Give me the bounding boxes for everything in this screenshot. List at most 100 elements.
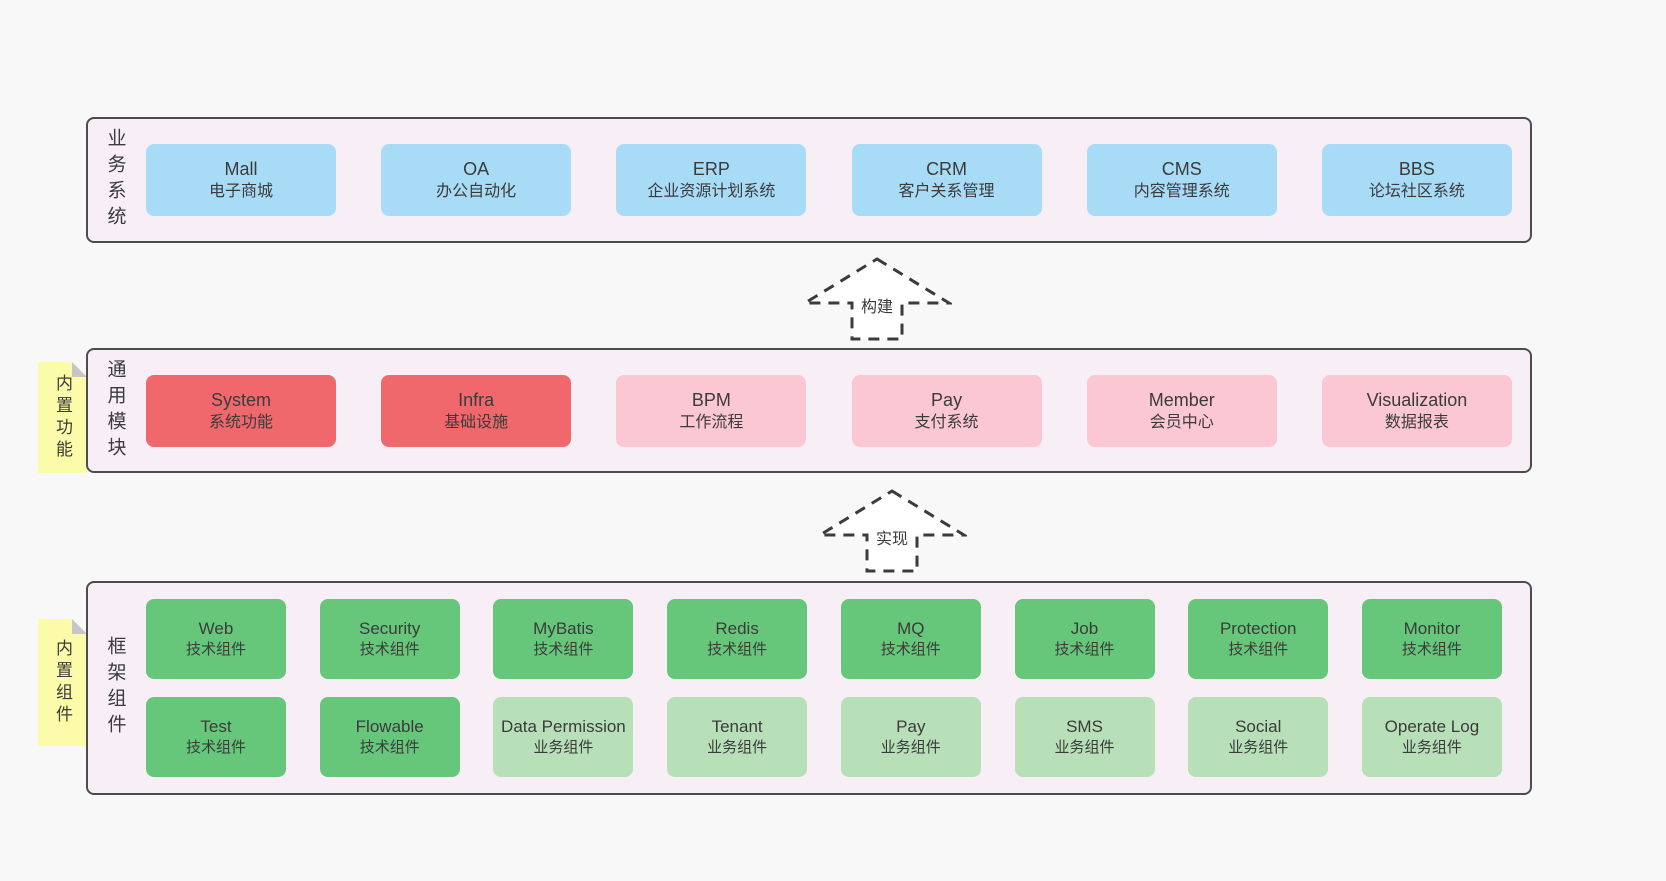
common-modules-label: 通用模块 — [104, 358, 126, 463]
box-monitor-title: Monitor — [1403, 619, 1461, 639]
arrow-implement-label: 实现 — [872, 524, 912, 550]
box-erp-sub: 企业资源计划系统 — [647, 183, 776, 201]
framework-components-row-2: Test 技术组件 Flowable 技术组件 Data Permission … — [146, 697, 1502, 777]
box-pay-module: Pay 支付系统 — [851, 374, 1042, 447]
box-redis-sub: 技术组件 — [707, 641, 768, 659]
box-pay-component-sub: 业务组件 — [880, 739, 941, 757]
box-mall-sub: 电子商城 — [208, 183, 273, 201]
box-monitor: Monitor 技术组件 — [1361, 599, 1502, 679]
business-systems-container: 业务系统 Mall 电子商城 OA 办公自动化 ERP 企业资源计划系统 CRM… — [86, 117, 1532, 243]
box-cms-title: CMS — [1161, 159, 1202, 180]
arrow-implement: 实现 — [817, 488, 967, 574]
box-bbs-title: BBS — [1398, 159, 1435, 180]
box-oa-sub: 办公自动化 — [436, 183, 517, 201]
box-protection-title: Protection — [1219, 619, 1297, 639]
box-social-title: Social — [1235, 717, 1282, 737]
box-sms: SMS 业务组件 — [1014, 697, 1155, 777]
common-modules-row: System 系统功能 Infra 基础设施 BPM 工作流程 Pay 支付系统… — [142, 350, 1530, 471]
box-web-title: Web — [198, 619, 234, 639]
box-test-sub: 技术组件 — [185, 739, 246, 757]
box-member-title: Member — [1148, 389, 1215, 410]
box-data-permission-title: Data Permission — [501, 717, 626, 737]
box-system-sub: 系统功能 — [208, 413, 273, 431]
box-mall: Mall 电子商城 — [146, 144, 336, 216]
framework-components-container: 框架组件 Web 技术组件 Security 技术组件 MyBatis 技术组件… — [86, 581, 1532, 795]
box-member-sub: 会员中心 — [1149, 413, 1214, 431]
box-mq: MQ 技术组件 — [840, 599, 981, 679]
box-oa-title: OA — [463, 159, 490, 180]
box-tenant-title: Tenant — [711, 717, 763, 737]
arrow-build: 构建 — [802, 256, 952, 342]
box-crm-title: CRM — [926, 159, 968, 180]
box-operate-log: Operate Log 业务组件 — [1361, 697, 1502, 777]
box-security-title: Security — [358, 619, 421, 639]
box-crm: CRM 客户关系管理 — [851, 144, 1042, 216]
box-security: Security 技术组件 — [319, 599, 460, 679]
box-test: Test 技术组件 — [146, 697, 286, 777]
common-modules-label-wrap: 通用模块 — [88, 350, 142, 471]
box-mybatis: MyBatis 技术组件 — [493, 599, 634, 679]
box-job: Job 技术组件 — [1014, 599, 1155, 679]
box-mq-title: MQ — [897, 619, 925, 639]
box-bpm-sub: 工作流程 — [679, 413, 744, 431]
framework-components-grid: Web 技术组件 Security 技术组件 MyBatis 技术组件 Redi… — [142, 583, 1530, 793]
box-cms-sub: 内容管理系统 — [1133, 183, 1230, 201]
box-mq-sub: 技术组件 — [880, 641, 941, 659]
box-erp: ERP 企业资源计划系统 — [616, 144, 807, 216]
box-sms-title: SMS — [1066, 717, 1103, 737]
box-job-title: Job — [1070, 619, 1099, 639]
box-pay-component-title: Pay — [896, 717, 926, 737]
box-infra-title: Infra — [458, 389, 495, 410]
sticky-builtin-components-label: 内置组件 — [53, 638, 72, 727]
box-mall-title: Mall — [224, 159, 258, 180]
box-bbs: BBS 论坛社区系统 — [1321, 144, 1512, 216]
box-mybatis-sub: 技术组件 — [533, 641, 594, 659]
box-web-sub: 技术组件 — [185, 641, 246, 659]
sticky-fold-icon — [72, 362, 87, 377]
box-bbs-sub: 论坛社区系统 — [1368, 183, 1465, 201]
framework-components-row-1: Web 技术组件 Security 技术组件 MyBatis 技术组件 Redi… — [146, 599, 1502, 679]
box-infra-sub: 基础设施 — [444, 413, 509, 431]
sticky-note-builtin-features: 内置功能 — [38, 362, 87, 473]
box-bpm-title: BPM — [691, 389, 731, 410]
box-protection-sub: 技术组件 — [1228, 641, 1289, 659]
box-oa: OA 办公自动化 — [381, 144, 572, 216]
business-systems-row: Mall 电子商城 OA 办公自动化 ERP 企业资源计划系统 CRM 客户关系… — [142, 119, 1530, 241]
box-bpm: BPM 工作流程 — [616, 374, 807, 447]
box-sms-sub: 业务组件 — [1054, 739, 1115, 757]
box-operate-log-title: Operate Log — [1384, 717, 1480, 737]
box-crm-sub: 客户关系管理 — [898, 183, 995, 201]
box-member: Member 会员中心 — [1086, 374, 1277, 447]
box-data-permission-sub: 业务组件 — [533, 739, 594, 757]
box-pay-module-sub: 支付系统 — [914, 413, 979, 431]
box-redis: Redis 技术组件 — [667, 599, 808, 679]
box-visualization-sub: 数据报表 — [1384, 413, 1449, 431]
box-tenant-sub: 业务组件 — [707, 739, 768, 757]
box-social-sub: 业务组件 — [1228, 739, 1289, 757]
framework-components-label: 框架组件 — [104, 636, 126, 740]
box-flowable-sub: 技术组件 — [359, 739, 420, 757]
box-operate-log-sub: 业务组件 — [1401, 739, 1462, 757]
business-systems-label-wrap: 业务系统 — [88, 119, 142, 241]
box-web: Web 技术组件 — [146, 599, 286, 679]
box-system-title: System — [210, 389, 271, 410]
box-test-title: Test — [200, 717, 232, 737]
box-cms: CMS 内容管理系统 — [1086, 144, 1277, 216]
box-job-sub: 技术组件 — [1054, 641, 1115, 659]
framework-components-label-wrap: 框架组件 — [88, 583, 142, 793]
box-monitor-sub: 技术组件 — [1401, 641, 1462, 659]
box-pay-module-title: Pay — [931, 389, 963, 410]
box-flowable-title: Flowable — [355, 717, 424, 737]
box-system: System 系统功能 — [146, 374, 336, 447]
box-redis-title: Redis — [715, 619, 759, 639]
sticky-note-builtin-components: 内置组件 — [38, 619, 87, 746]
arrow-build-label: 构建 — [857, 292, 897, 318]
box-social: Social 业务组件 — [1188, 697, 1329, 777]
sticky-fold-icon — [72, 619, 87, 634]
box-tenant: Tenant 业务组件 — [667, 697, 808, 777]
box-erp-title: ERP — [692, 159, 730, 180]
box-data-permission: Data Permission 业务组件 — [493, 697, 634, 777]
box-pay-component: Pay 业务组件 — [840, 697, 981, 777]
box-security-sub: 技术组件 — [359, 641, 420, 659]
box-visualization-title: Visualization — [1366, 389, 1468, 410]
